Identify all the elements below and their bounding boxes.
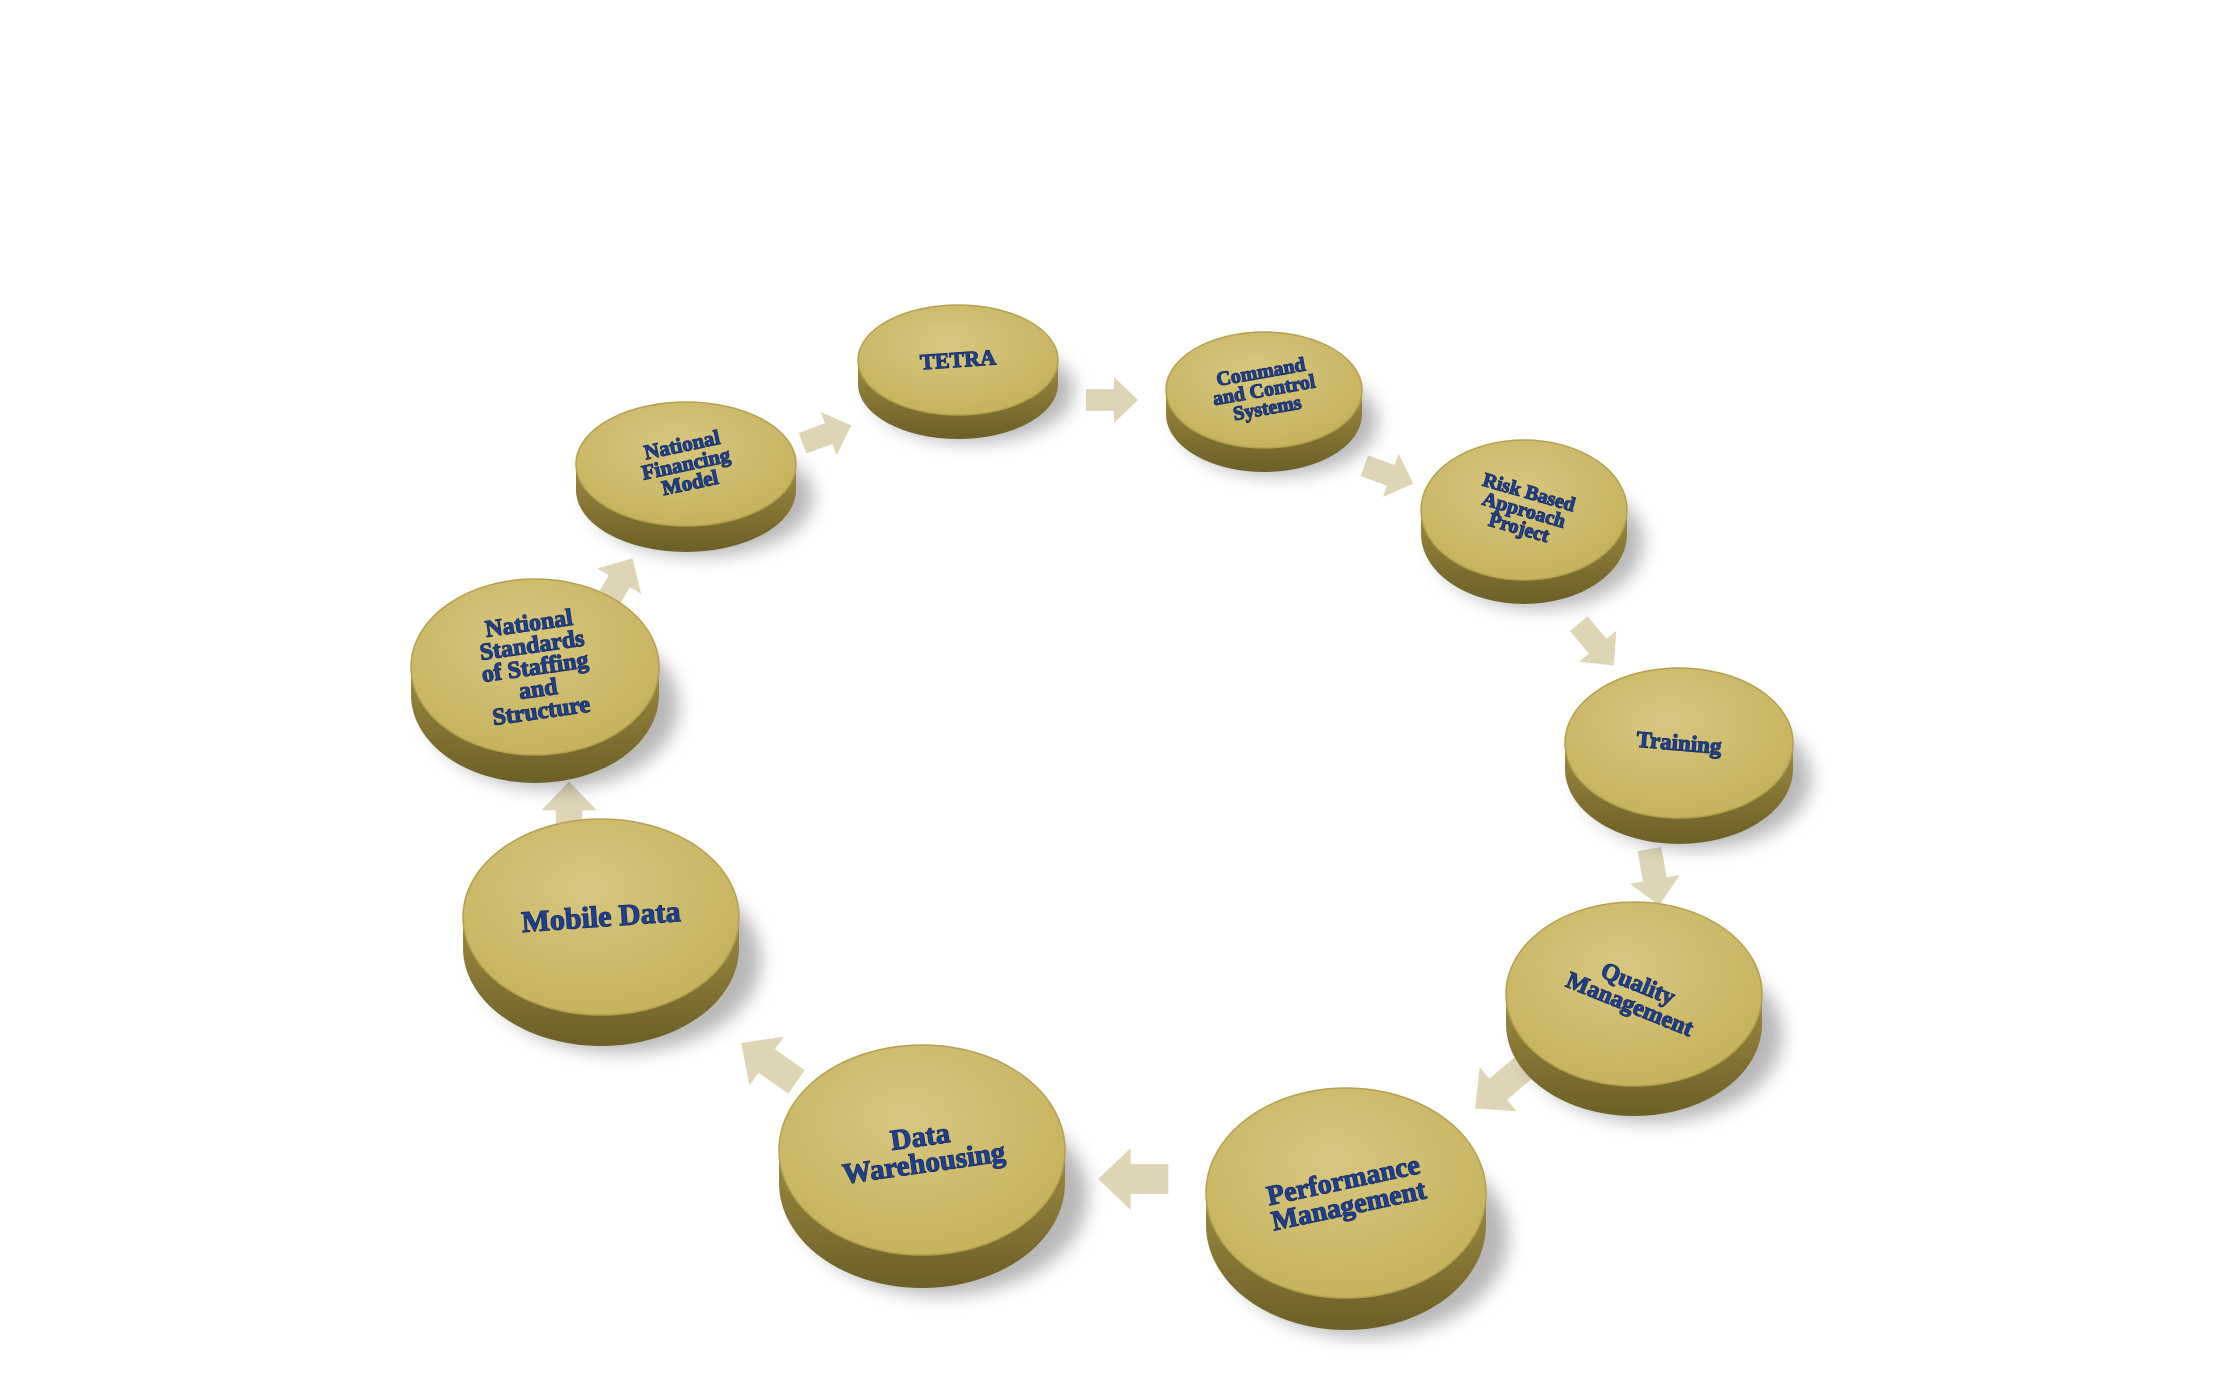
flow-arrow [1360,453,1414,497]
node-label: TETRA [919,344,996,374]
node-top [462,818,740,1016]
node-side [1166,390,1362,472]
node-label-line: and [517,674,560,705]
cycle-node-command-control: Commandand ControlSystems [1165,331,1378,477]
flow-arrow [1629,846,1680,906]
node-top [778,1044,1066,1256]
node-side [779,1150,1065,1288]
node-side [1565,743,1793,844]
flow-arrow [798,412,852,456]
node-side [1506,994,1762,1116]
node-top [1205,1087,1487,1299]
node-side [858,360,1058,439]
flow-arrow [741,1036,805,1094]
node-top [1165,331,1363,449]
flow-arrow [1098,1147,1169,1211]
node-side [463,917,739,1046]
cycle-node-quality: QualityManagement [1505,901,1783,1123]
node-side [411,667,659,783]
cycle-node-tetra: TETRA [857,304,1074,443]
cycle-node-national-financing: NationalFinancingModel [575,401,814,557]
cycle-node-performance: PerformanceManagement [1205,1087,1509,1338]
cycle-node-data-warehousing: DataWarehousing [778,1044,1088,1296]
cycle-node-national-standards: NationalStandardsof StaffingandStructure [410,578,679,790]
node-side [576,464,796,552]
node-side [1206,1193,1486,1330]
node-top [1420,439,1628,581]
node-top [1564,667,1794,819]
node-side [1421,510,1627,604]
flow-arrow [541,781,597,844]
node-top [857,304,1059,416]
node-label: Risk BasedApproachProject [1470,469,1578,552]
cycle-node-risk-based: Risk BasedApproachProject [1420,439,1644,609]
node-top [410,578,660,756]
flow-arrow [1569,616,1617,666]
node-label-line: TETRA [919,344,996,374]
cycle-node-training: Training [1564,667,1812,850]
cycle-node-mobile-data: Mobile Data [462,818,762,1053]
node-top [575,401,797,527]
flow-arrow [1475,1056,1534,1112]
node-top [1505,901,1763,1087]
flow-arrow [1086,377,1138,423]
